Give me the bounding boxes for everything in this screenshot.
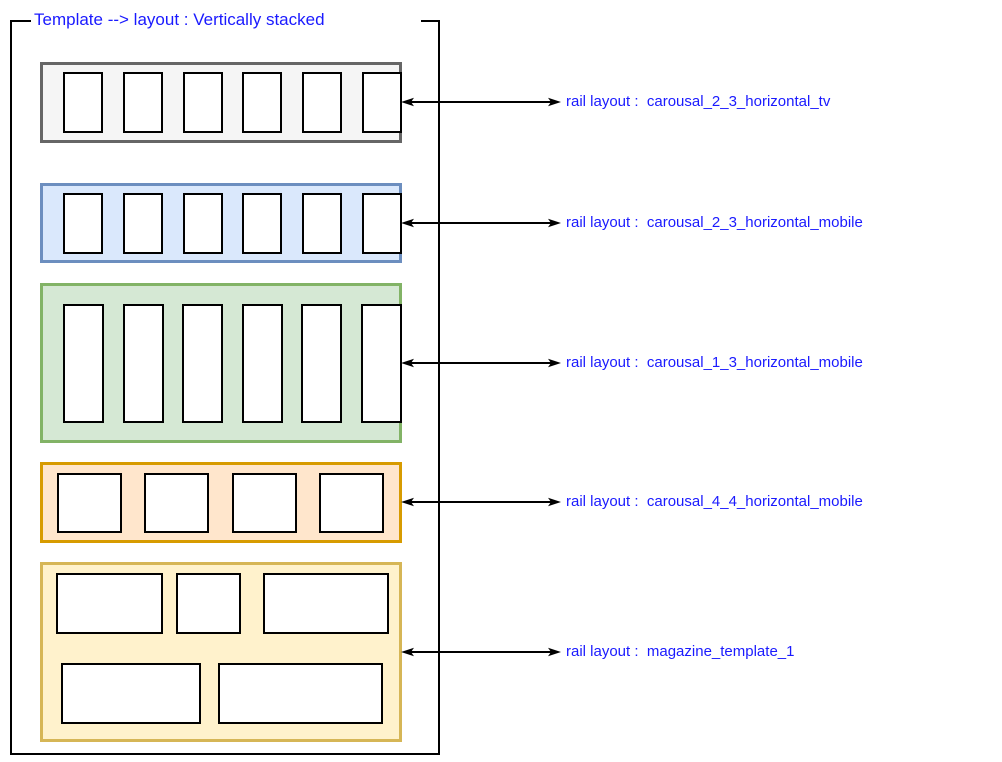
rail-carousal-2-3-horizontal-mobile <box>40 183 402 263</box>
card-placeholder <box>63 303 104 423</box>
rail-layout-label-magazine-template-1: rail layout : magazine_template_1 <box>566 643 795 660</box>
card-placeholder <box>63 192 103 254</box>
card-placeholder <box>318 472 384 533</box>
magazine-tile <box>61 663 201 724</box>
double-headed-arrow <box>401 97 561 107</box>
card-placeholder <box>242 192 283 254</box>
magazine-tile <box>218 663 383 724</box>
card-placeholder <box>242 72 283 133</box>
rail-layout-label-carousal-2-3-horizontal-tv: rail layout : carousal_2_3_horizontal_tv <box>566 93 831 110</box>
double-headed-arrow <box>401 497 561 507</box>
card-placeholder <box>231 472 297 533</box>
card-placeholder <box>241 303 283 423</box>
double-headed-arrow <box>401 358 561 368</box>
template-title: Template --> layout : Vertically stacked <box>34 10 325 29</box>
card-placeholder <box>302 72 343 133</box>
card-placeholder <box>182 192 223 254</box>
double-headed-arrow <box>401 647 561 657</box>
card-placeholder <box>360 303 402 423</box>
card-placeholder <box>63 72 103 133</box>
card-placeholder <box>182 303 224 423</box>
rail-layout-label-carousal-1-3-horizontal-mobile: rail layout : carousal_1_3_horizontal_mo… <box>566 354 863 371</box>
card-placeholder <box>122 303 164 423</box>
rail-carousal-2-3-horizontal-tv <box>40 62 402 143</box>
title-gap-mask <box>31 15 421 27</box>
rail-magazine-template-1 <box>40 562 402 742</box>
card-placeholder <box>182 72 223 133</box>
card-placeholder <box>122 72 163 133</box>
card-placeholder <box>302 192 343 254</box>
magazine-tile <box>263 573 389 634</box>
card-placeholder <box>122 192 163 254</box>
rail-layout-label-carousal-2-3-horizontal-mobile: rail layout : carousal_2_3_horizontal_mo… <box>566 214 863 231</box>
card-placeholder <box>144 472 210 533</box>
rail-carousal-1-3-horizontal-mobile <box>40 283 402 443</box>
magazine-tile <box>56 573 163 634</box>
card-placeholder <box>361 72 402 133</box>
card-placeholder <box>57 472 122 533</box>
magazine-tile <box>176 573 241 634</box>
card-placeholder <box>301 303 343 423</box>
rail-carousal-4-4-horizontal-mobile <box>40 462 402 543</box>
double-headed-arrow <box>401 218 561 228</box>
card-placeholder <box>361 192 402 254</box>
rail-layout-label-carousal-4-4-horizontal-mobile: rail layout : carousal_4_4_horizontal_mo… <box>566 493 863 510</box>
